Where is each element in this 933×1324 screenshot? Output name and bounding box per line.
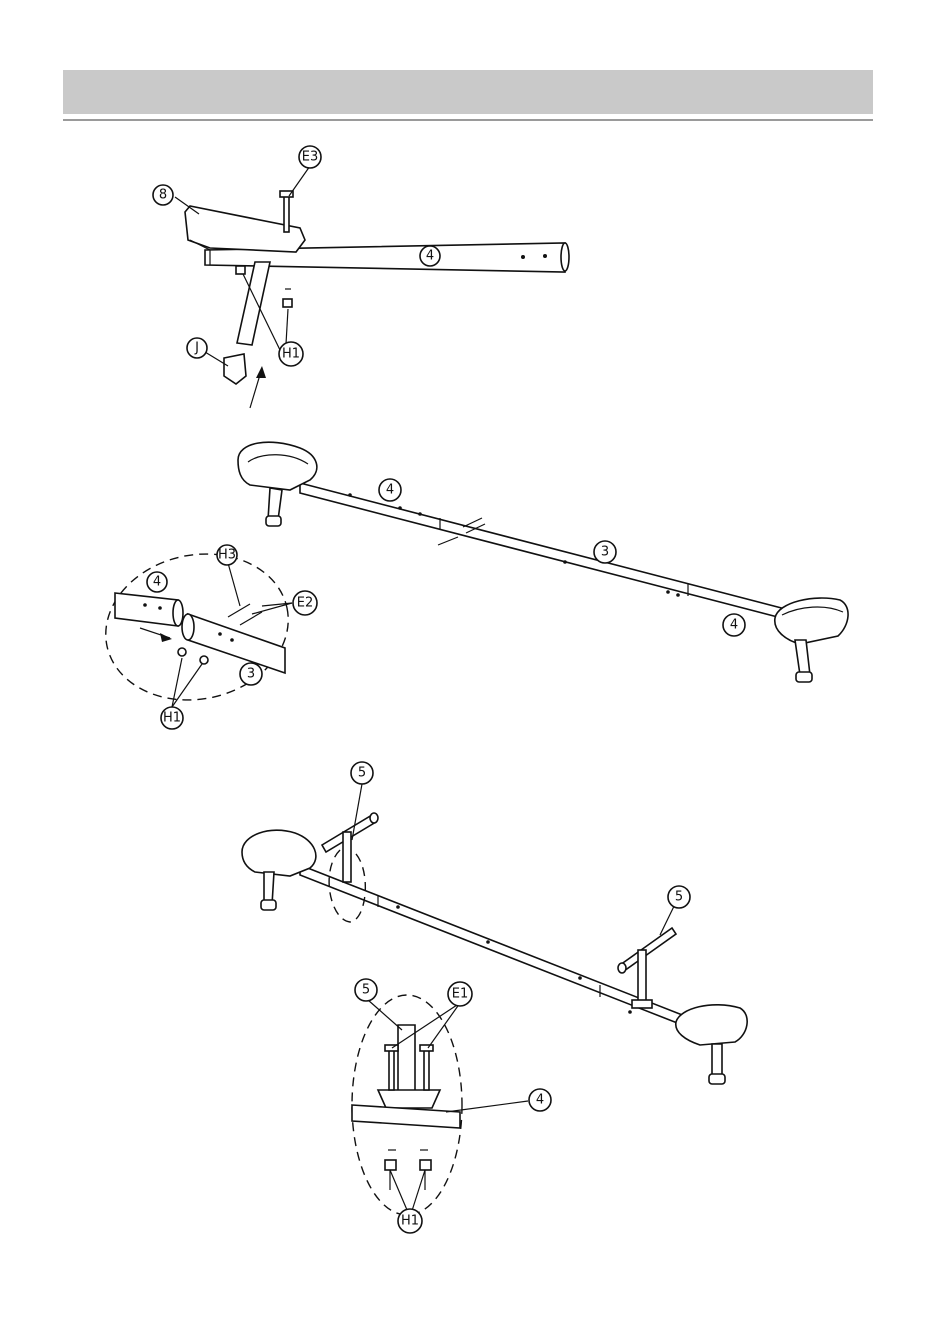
step3-post-right (638, 950, 646, 1005)
callout-j: J (187, 338, 207, 358)
svg-text:H1: H1 (163, 711, 181, 726)
callout-3: 3 (240, 663, 262, 685)
step3-pedal-right (676, 1005, 747, 1045)
svg-text:H1: H1 (282, 347, 300, 362)
callout-h3: H3 (217, 545, 237, 565)
step1-foot-cap-j (224, 354, 246, 384)
step3-detail-post (398, 1025, 415, 1095)
step3-detail-tube-4 (352, 1105, 460, 1128)
step1-nut (283, 299, 292, 307)
step3-post-left (343, 832, 351, 882)
callout-8: 8 (153, 185, 173, 205)
callout-5: 5 (668, 886, 690, 908)
callout-4: 4 (723, 614, 745, 636)
callout-4: 4 (379, 479, 401, 501)
svg-text:5: 5 (362, 983, 370, 998)
svg-text:3: 3 (601, 545, 609, 560)
callout-4: 4 (420, 246, 440, 266)
svg-text:J: J (194, 341, 199, 356)
step1-nut (236, 266, 245, 274)
step2-detail-tube-4 (115, 593, 178, 626)
svg-text:4: 4 (386, 483, 394, 498)
callout-e2: E2 (293, 591, 317, 615)
svg-text:E3: E3 (302, 150, 319, 165)
callout-4: 4 (147, 572, 167, 592)
svg-text:H3: H3 (218, 548, 236, 563)
callout-3: 3 (594, 541, 616, 563)
svg-text:4: 4 (153, 575, 161, 590)
svg-text:3: 3 (247, 667, 255, 682)
callout-h1: H1 (161, 707, 183, 729)
step3-assembly (242, 784, 747, 1217)
callout-e1: E1 (448, 982, 472, 1006)
svg-text:4: 4 (730, 618, 738, 633)
step2-assembly (92, 442, 848, 716)
step3-handle-right (620, 928, 676, 971)
step3-leg-right (712, 1044, 722, 1078)
step1-assembly (175, 166, 569, 408)
svg-text:5: 5 (675, 890, 683, 905)
callout-4: 4 (529, 1089, 551, 1111)
svg-text:5: 5 (358, 766, 366, 781)
callout-5: 5 (355, 979, 377, 1001)
svg-text:4: 4 (536, 1093, 544, 1108)
step2-pedal-right (775, 598, 848, 644)
step3-pedal-left (242, 830, 316, 876)
step2-tube (300, 483, 820, 628)
step2-leg-right (795, 640, 810, 675)
svg-text:H1: H1 (401, 1214, 419, 1229)
callout-h1: H1 (279, 342, 303, 366)
callout-h1: H1 (398, 1209, 422, 1233)
step2-pedal-left (238, 442, 317, 490)
svg-text:E1: E1 (452, 987, 469, 1002)
svg-text:E2: E2 (297, 596, 314, 611)
callout-5: 5 (351, 762, 373, 784)
step1-bolt-e3 (284, 196, 289, 232)
svg-text:4: 4 (426, 249, 434, 264)
callout-e3: E3 (299, 146, 321, 168)
svg-text:8: 8 (159, 188, 167, 203)
